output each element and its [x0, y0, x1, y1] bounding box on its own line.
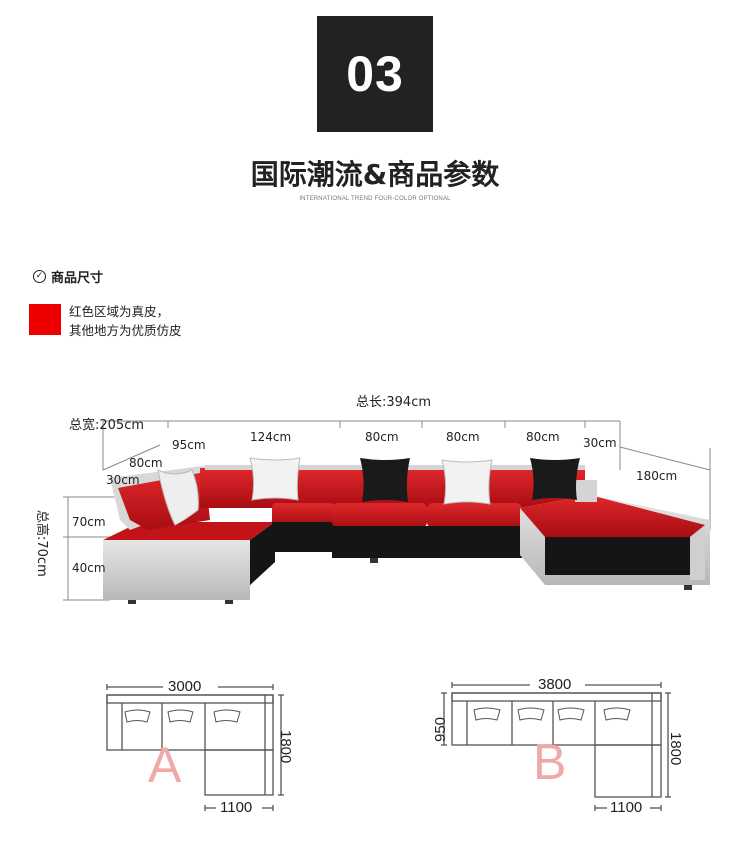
plan-a-chaise: 1100: [220, 799, 253, 816]
plan-a-depth: 1800: [277, 730, 294, 764]
leather-color-swatch: [29, 304, 61, 335]
dim-total-height: 总高:70cm: [34, 510, 49, 577]
plan-b-depth: 1800: [667, 732, 684, 766]
plan-b-chaise: 1100: [610, 799, 643, 816]
sofa-left-chaise: [103, 520, 275, 604]
page-title: 国际潮流&商品参数: [250, 158, 500, 191]
plan-a-width: 3000: [168, 678, 202, 695]
page-subtitle: INTERNATIONAL TREND FOUR-COLOR OPTIONAL: [299, 196, 451, 202]
plan-a-label: A: [148, 737, 182, 793]
plan-b-width: 3800: [538, 676, 572, 693]
dim-total-width: 总宽:205cm: [69, 418, 145, 433]
dim-80-left: 80cm: [129, 456, 163, 470]
dim-total-length: 总长:394cm: [356, 395, 432, 410]
section-number-badge: 03: [317, 16, 433, 132]
section-heading: ✓ 商品尺寸: [33, 267, 103, 286]
dim-30-right: 30cm: [583, 436, 617, 450]
section-title: 商品尺寸: [51, 271, 104, 286]
plan-b-label: B: [533, 734, 567, 790]
dim-124: 124cm: [250, 430, 292, 444]
check-circle-icon: ✓: [33, 270, 46, 283]
plan-b-seat: 950: [432, 716, 449, 742]
legend-text: 红色区域为真皮， 其他地方为优质仿皮: [69, 302, 182, 340]
plan-pillows: [124, 707, 631, 723]
sofa-right-chaise: [520, 480, 710, 590]
floor-plans: [106, 682, 671, 811]
legend-line-2: 其他地方为优质仿皮: [69, 323, 182, 338]
dimension-lines: [63, 420, 711, 601]
dim-80-b: 80cm: [446, 430, 480, 444]
dim-30-left: 30cm: [106, 473, 140, 487]
legend-line-1: 红色区域为真皮，: [69, 304, 170, 319]
dim-95: 95cm: [172, 438, 206, 452]
dim-80-a: 80cm: [365, 430, 399, 444]
pillows: [157, 457, 580, 526]
dim-40: 40cm: [72, 561, 106, 575]
dim-180: 180cm: [636, 469, 678, 483]
dim-80-c: 80cm: [526, 430, 560, 444]
sofa-seats: [272, 503, 573, 563]
dim-70: 70cm: [72, 515, 106, 529]
